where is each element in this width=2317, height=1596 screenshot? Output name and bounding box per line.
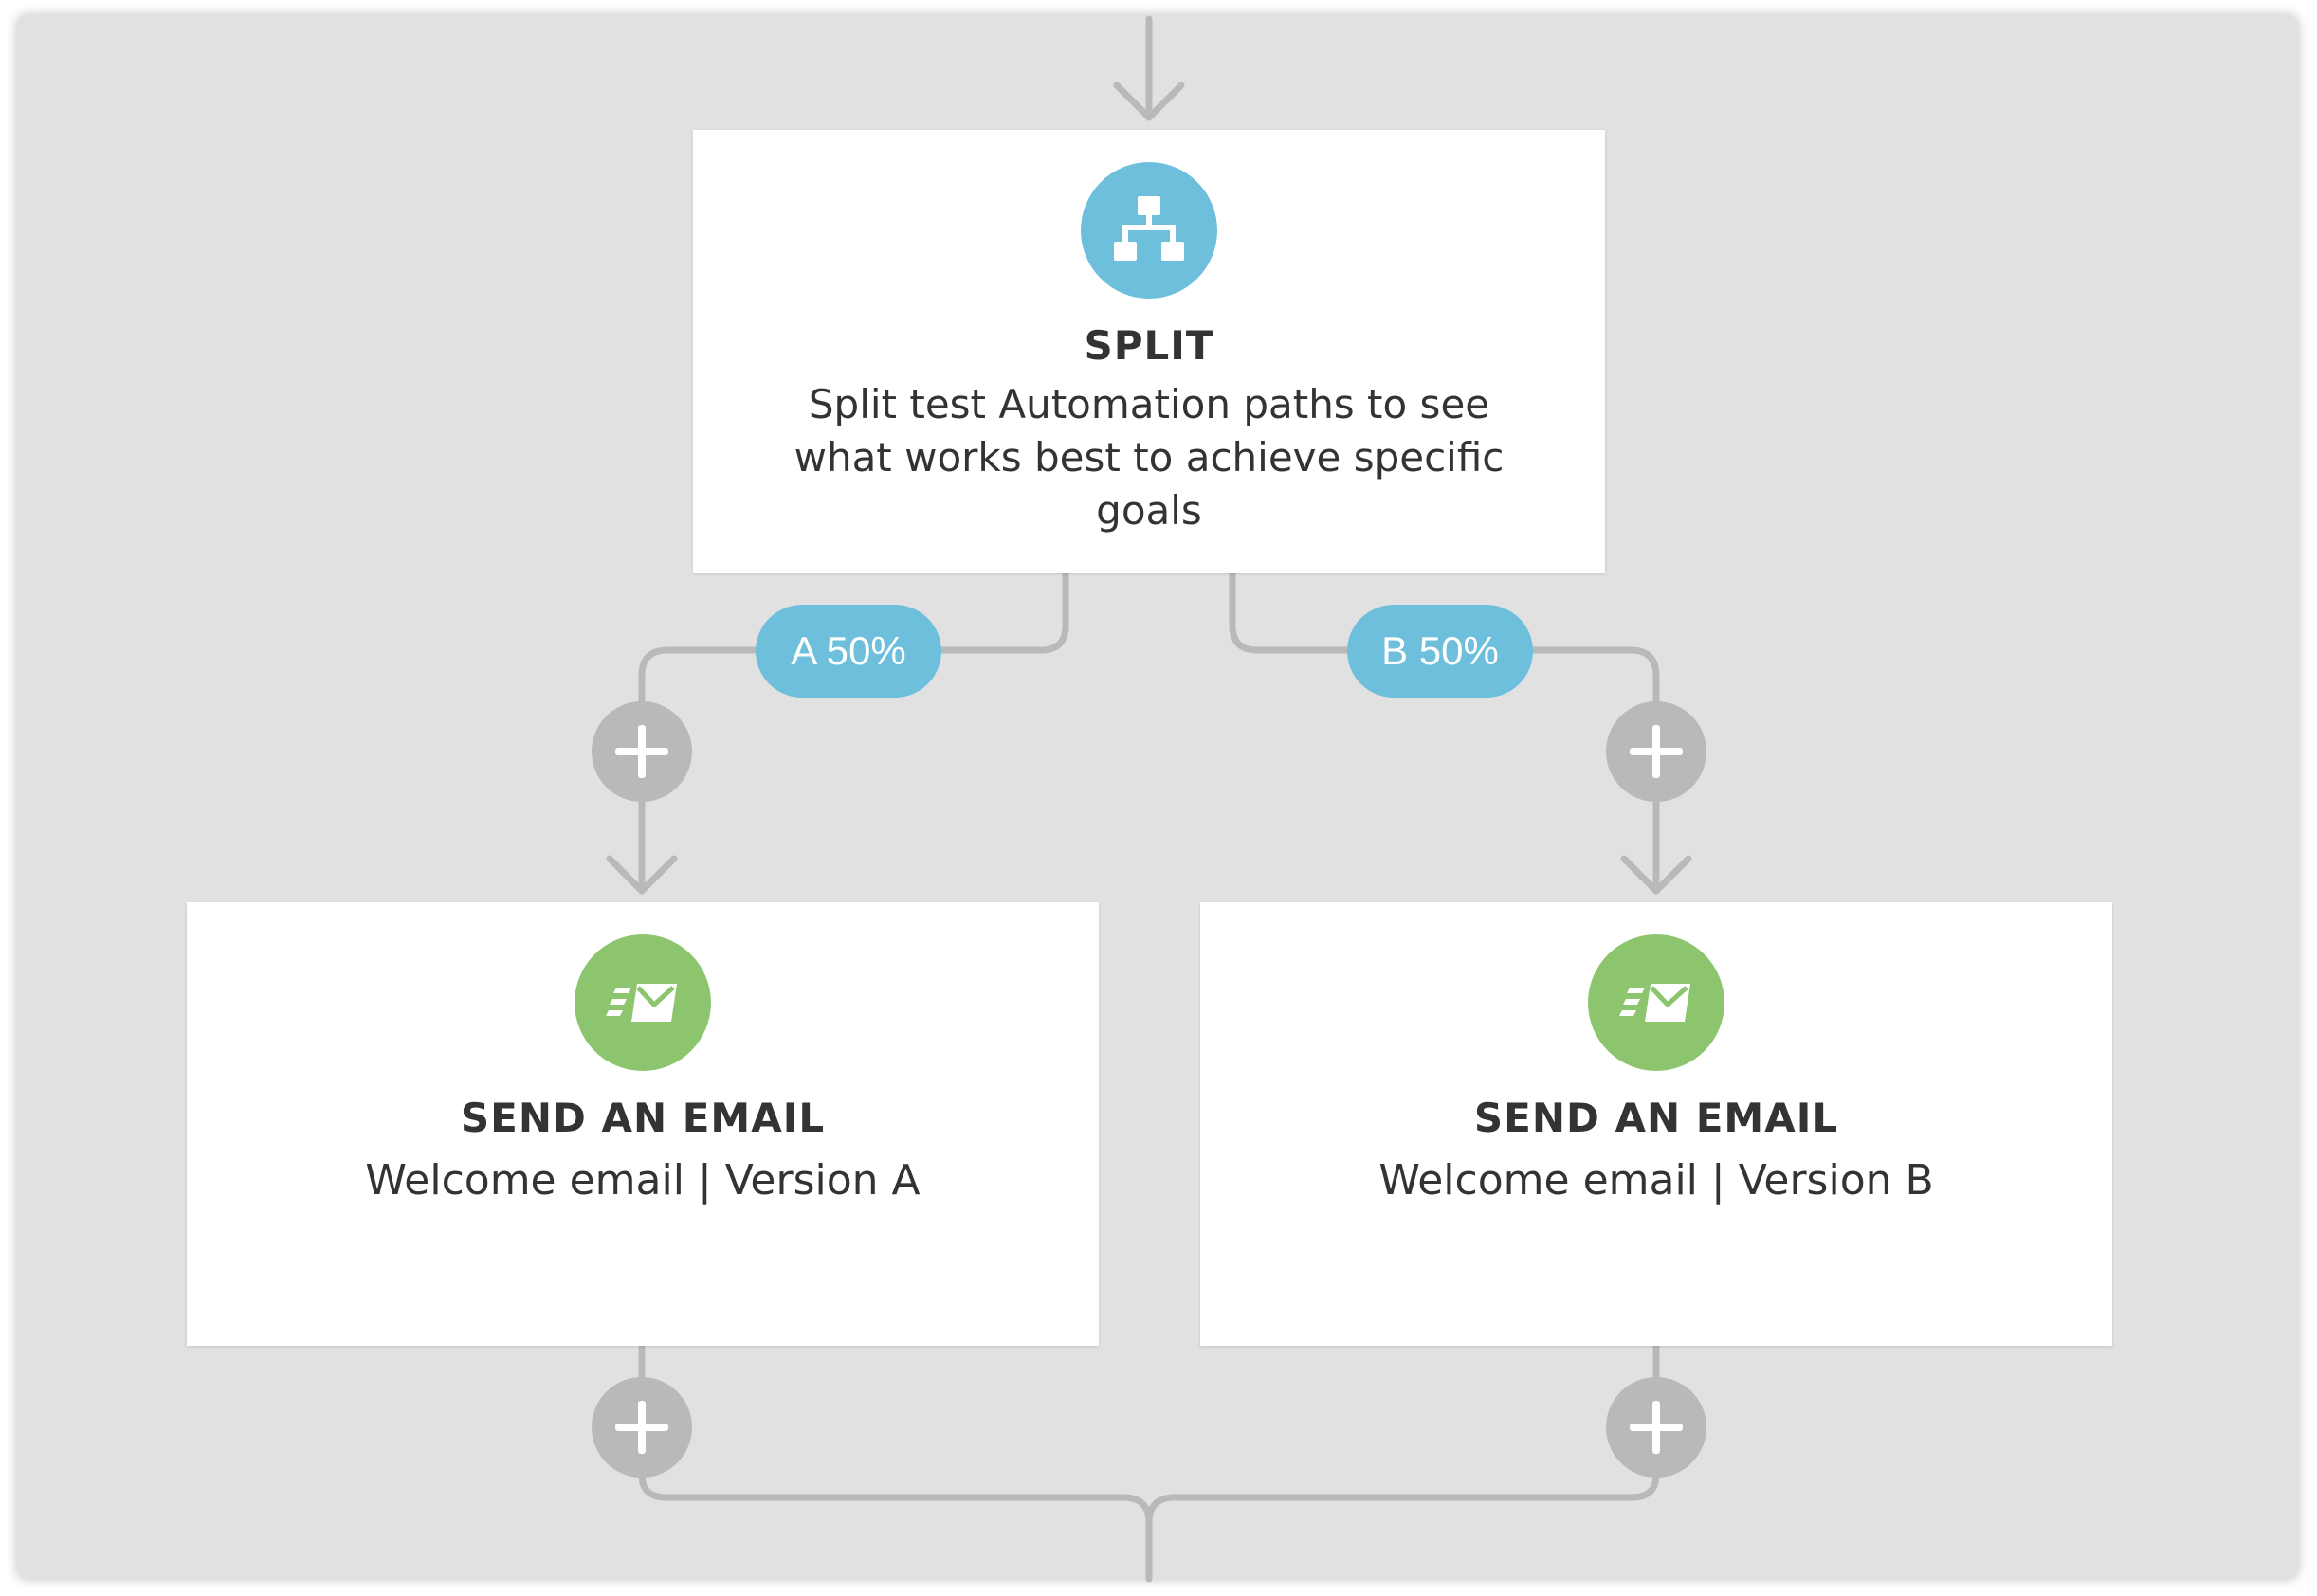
send-email-node-b[interactable]: SEND AN EMAIL Welcome email | Version B [1200,902,2112,1346]
incoming-arrowhead [1113,82,1185,121]
branch-a-label[interactable]: A 50% [756,605,941,698]
branch-a-arrowhead [606,855,678,895]
merge-line-b [1145,1342,1660,1527]
email-a-title: SEND AN EMAIL [460,1095,826,1141]
email-b-description: Welcome email | Version B [1378,1156,1934,1205]
split-title: SPLIT [1084,322,1214,369]
email-a-description: Welcome email | Version A [365,1156,921,1205]
email-send-icon [575,934,711,1071]
send-email-node-a[interactable]: SEND AN EMAIL Welcome email | Version A [187,902,1099,1346]
merge-line-a [638,1342,1153,1527]
email-b-title: SEND AN EMAIL [1473,1095,1839,1141]
branch-b-label[interactable]: B 50% [1347,605,1533,698]
add-step-button-branch-a[interactable] [592,701,692,802]
add-step-button-after-email-a[interactable] [592,1377,692,1478]
split-description: Split test Automation paths to see what … [794,381,1505,534]
sitemap-icon [1081,162,1217,299]
split-node[interactable]: SPLIT Split test Automation paths to see… [693,130,1605,573]
add-step-button-branch-b[interactable] [1606,701,1706,802]
email-send-icon [1588,934,1724,1071]
branch-b-arrowhead [1620,855,1692,895]
add-step-button-after-email-b[interactable] [1606,1377,1706,1478]
